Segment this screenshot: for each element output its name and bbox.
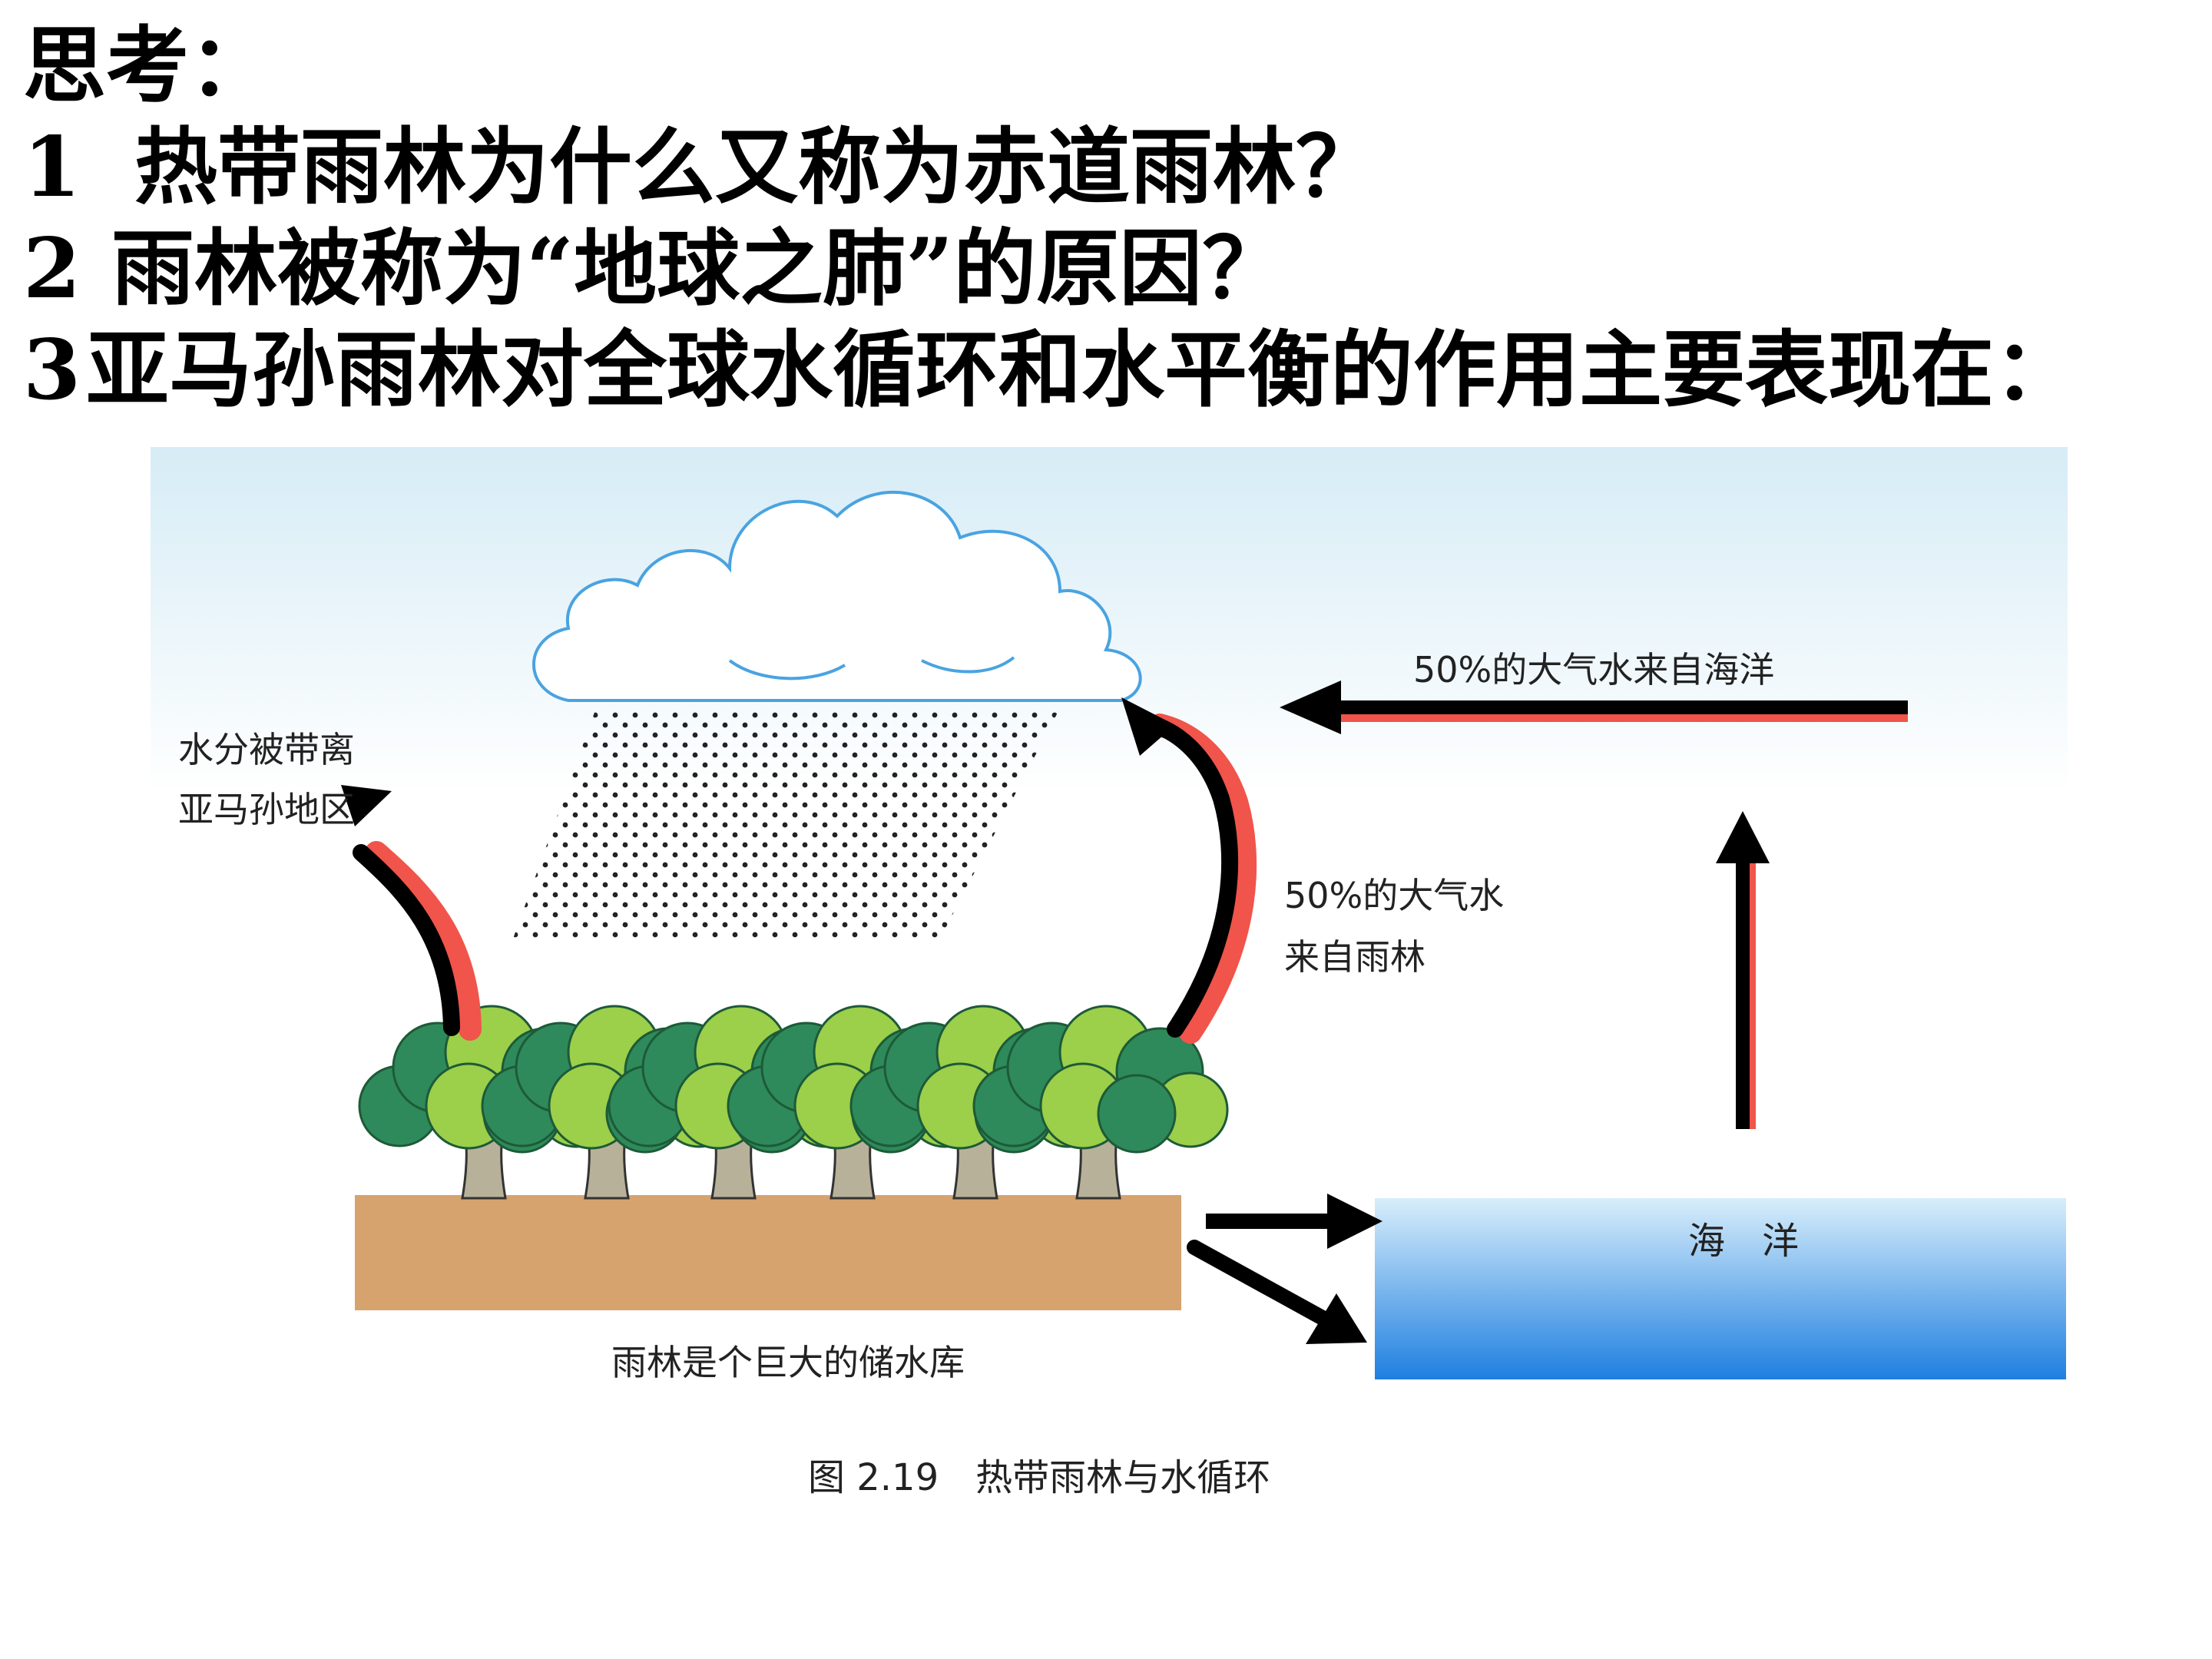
question-number: 1 xyxy=(23,119,81,216)
question-heading: 思考： xyxy=(23,18,273,114)
question-1: 1 热带雨林为什么又称为赤道雨林？ xyxy=(23,117,2197,218)
figure-caption: 图 2.19 热带雨林与水循环 xyxy=(808,1456,1270,1499)
left-label-line2: 亚马孙地区 xyxy=(178,789,355,830)
question-block: 思考： 1 热带雨林为什么又称为赤道雨林？ 2 雨林被称为“地球之肺”的原因？ 3亚… xyxy=(23,15,2197,421)
question-number: 2 xyxy=(23,220,81,317)
ocean-block xyxy=(1375,1198,2066,1379)
question-text: 热带雨林为什么又称为赤道雨林？ xyxy=(134,119,1379,216)
rainforest-trees xyxy=(358,1005,1229,1200)
left-label-line1: 水分被带离 xyxy=(178,729,355,770)
forest-to-air-label-line2: 来自雨林 xyxy=(1284,936,1426,978)
ocean-to-air-label: 50%的大气水来自海洋 xyxy=(1413,649,1774,690)
arrow-ocean-to-cloud xyxy=(1280,680,1908,734)
reservoir-label: 雨林是个巨大的储水库 xyxy=(611,1342,965,1383)
question-2: 2 雨林被称为“地球之肺”的原因？ xyxy=(23,218,2197,320)
arrow-forest-to-ocean xyxy=(1187,1194,1382,1344)
question-text: 亚马孙雨林对全球水循环和水平衡的作用主要表现在： xyxy=(86,322,2078,419)
cloud xyxy=(532,491,1142,702)
ocean-label: 海 洋 xyxy=(1688,1220,1799,1263)
arrow-forest-out xyxy=(341,785,482,1041)
question-number: 3 xyxy=(23,322,81,419)
question-text: 雨林被称为“地球之肺”的原因？ xyxy=(111,220,1286,317)
question-3: 3亚马孙雨林对全球水循环和水平衡的作用主要表现在： xyxy=(23,320,2197,421)
arrow-ocean-up xyxy=(1716,811,1770,1129)
arrow-forest-to-cloud xyxy=(1121,697,1257,1044)
soil-block xyxy=(355,1195,1181,1310)
tree xyxy=(972,1005,1229,1200)
rain-area xyxy=(513,708,1060,939)
forest-to-air-label-line1: 50%的大气水 xyxy=(1284,875,1504,916)
